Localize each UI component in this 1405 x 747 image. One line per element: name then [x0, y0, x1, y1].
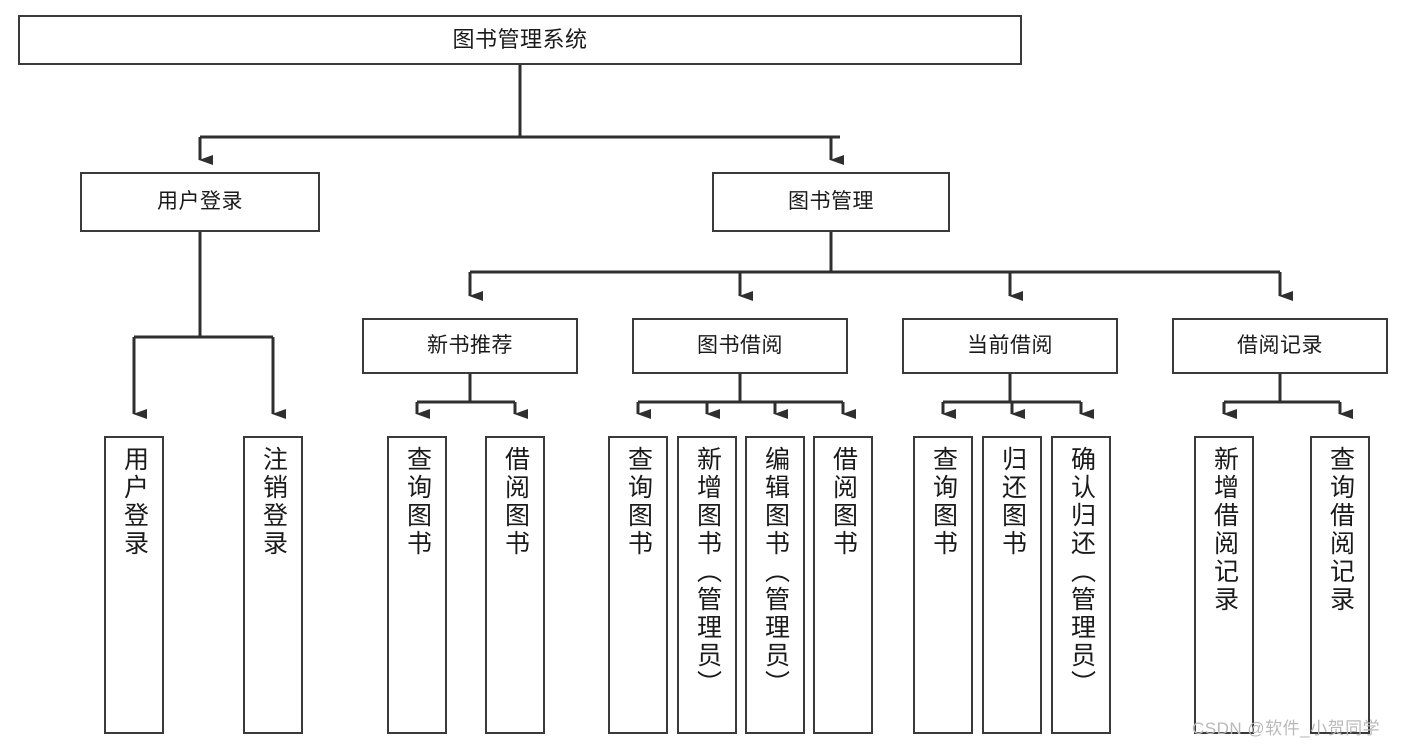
leaf-add-book-admin[interactable]: 新增图书（管理员） — [677, 436, 737, 734]
node-root[interactable]: 图书管理系统 — [18, 15, 1022, 65]
leaf-borrow-query-book[interactable]: 查询图书 — [608, 436, 668, 734]
leaf-recommend-borrow-book[interactable]: 借阅图书 — [485, 436, 545, 734]
leaf-edit-book-admin[interactable]: 编辑图书（管理员） — [745, 436, 805, 734]
node-new-book-recommend[interactable]: 新书推荐 — [362, 318, 578, 374]
leaf-add-borrow-record-label: 新增借阅记录 — [1210, 446, 1239, 614]
leaf-return-book[interactable]: 归还图书 — [982, 436, 1042, 734]
watermark: CSDN @软件_小贺同学 — [1192, 719, 1381, 738]
leaf-logout[interactable]: 注销登录 — [243, 436, 303, 734]
leaf-confirm-return-admin[interactable]: 确认归还（管理员） — [1051, 436, 1111, 734]
node-user-login-label: 用户登录 — [157, 189, 243, 213]
leaf-query-borrow-record-label: 查询借阅记录 — [1326, 446, 1355, 614]
leaf-borrow-book-label: 借阅图书 — [829, 446, 858, 558]
leaf-current-query-book-label: 查询图书 — [929, 446, 958, 558]
node-borrow-record-label: 借阅记录 — [1237, 333, 1323, 357]
leaf-borrow-book[interactable]: 借阅图书 — [813, 436, 873, 734]
leaf-recommend-query-book-label: 查询图书 — [403, 446, 432, 558]
node-new-book-recommend-label: 新书推荐 — [427, 333, 513, 357]
leaf-borrow-query-book-label: 查询图书 — [624, 446, 653, 558]
node-current-borrow-label: 当前借阅 — [967, 333, 1053, 357]
node-book-borrow[interactable]: 图书借阅 — [632, 318, 848, 374]
node-book-borrow-label: 图书借阅 — [697, 333, 783, 357]
leaf-confirm-return-admin-label: 确认归还（管理员） — [1067, 446, 1096, 698]
leaf-query-borrow-record[interactable]: 查询借阅记录 — [1310, 436, 1370, 734]
leaf-recommend-borrow-book-label: 借阅图书 — [501, 446, 530, 558]
leaf-return-book-label: 归还图书 — [998, 446, 1027, 558]
node-root-label: 图书管理系统 — [452, 27, 588, 53]
node-book-management-label: 图书管理 — [788, 189, 874, 213]
node-current-borrow[interactable]: 当前借阅 — [902, 318, 1118, 374]
leaf-add-book-admin-label: 新增图书（管理员） — [693, 446, 722, 698]
node-user-login[interactable]: 用户登录 — [80, 172, 320, 232]
leaf-logout-label: 注销登录 — [259, 446, 288, 558]
leaf-current-query-book[interactable]: 查询图书 — [913, 436, 973, 734]
leaf-edit-book-admin-label: 编辑图书（管理员） — [761, 446, 790, 698]
node-book-management[interactable]: 图书管理 — [712, 172, 950, 232]
leaf-user-login-label: 用户登录 — [120, 446, 149, 558]
leaf-add-borrow-record[interactable]: 新增借阅记录 — [1194, 436, 1254, 734]
leaf-recommend-query-book[interactable]: 查询图书 — [387, 436, 447, 734]
node-borrow-record[interactable]: 借阅记录 — [1172, 318, 1388, 374]
leaf-user-login[interactable]: 用户登录 — [104, 436, 164, 734]
